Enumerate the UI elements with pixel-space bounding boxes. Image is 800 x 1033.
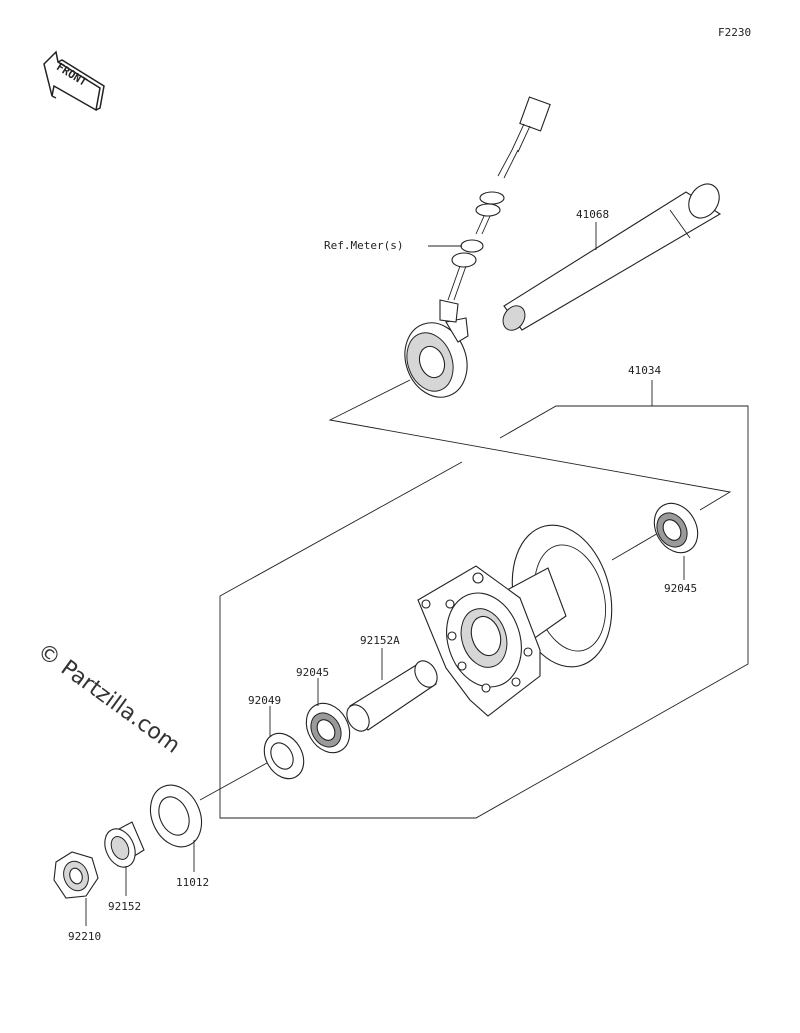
leader-axis-right (611, 531, 661, 561)
meter-sensor-assembly (404, 96, 551, 398)
bracket-outline (219, 405, 749, 819)
part-number-11012: 11012 (176, 876, 209, 889)
part-number-92049: 92049 (248, 694, 281, 707)
part-number-92152: 92152 (108, 900, 141, 913)
bracket-line-upper (328, 379, 732, 511)
axle-41068 (502, 183, 722, 331)
figure-id: F2230 (718, 26, 751, 39)
front-arrow-icon: FRONT (43, 50, 105, 112)
part-number-92045-right: 92045 (664, 582, 697, 595)
leader-axis-line (199, 757, 277, 801)
part-number-92210: 92210 (68, 930, 101, 943)
wheel-hub (417, 524, 613, 717)
watermark: © Partzilla.com (32, 639, 184, 759)
cap-11012 (149, 784, 203, 848)
part-number-92045-left: 92045 (296, 666, 329, 679)
part-number-41034: 41034 (628, 364, 661, 377)
nut-92210 (53, 851, 99, 899)
bearing-92045-left (305, 702, 351, 754)
bearing-92045-right (653, 502, 699, 554)
ref-meter-label: Ref.Meter(s) (324, 239, 403, 252)
part-number-92152A: 92152A (360, 634, 400, 647)
part-number-41068: 41068 (576, 208, 609, 221)
seal-92049 (263, 732, 305, 780)
collar-92152A (346, 660, 438, 732)
collar-92152 (104, 821, 145, 868)
